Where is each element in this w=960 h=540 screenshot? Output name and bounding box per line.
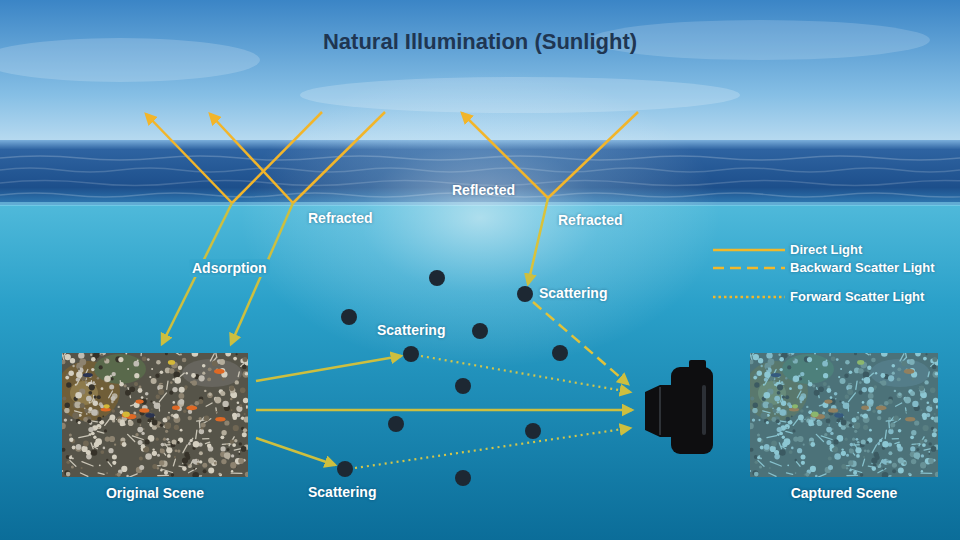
- scene-photo: Original Scene: [62, 353, 248, 477]
- diagram-label: Refracted: [308, 209, 373, 227]
- particle: [429, 270, 445, 286]
- legend-sample: [712, 260, 788, 276]
- particle: [388, 416, 404, 432]
- scene-photo: Captured Scene: [750, 353, 938, 477]
- diagram-label: Reflected: [452, 181, 515, 199]
- reef-ground: [62, 353, 248, 477]
- incident-ray: [293, 112, 385, 203]
- legend-line-sample: [713, 267, 785, 270]
- particle: [455, 470, 471, 486]
- incident-ray: [548, 112, 638, 198]
- legend-text: Direct Light: [790, 242, 862, 258]
- reef-photo: [750, 353, 938, 477]
- legend-line-sample: [713, 296, 785, 299]
- refracted-ray: [528, 198, 548, 284]
- scene-caption: Captured Scene: [791, 484, 898, 502]
- cloud: [0, 38, 260, 82]
- particle: [455, 378, 471, 394]
- particle: [472, 323, 488, 339]
- camera-lens: [645, 385, 673, 437]
- legend-text: Forward Scatter Light: [790, 289, 924, 305]
- reflected-ray: [146, 114, 232, 203]
- diagram-title: Natural Illumination (Sunlight): [0, 29, 960, 55]
- diagram-label: Scattering: [377, 321, 445, 339]
- legend-line-sample: [713, 249, 785, 252]
- direct-ray: [256, 356, 401, 381]
- direct-ray: [256, 438, 335, 465]
- forward-scatter-ray: [421, 356, 630, 392]
- photo-tone: [750, 353, 938, 477]
- light-glow: [240, 68, 720, 368]
- legend-sample: [712, 289, 788, 305]
- photo-tone: [62, 353, 248, 477]
- cloud: [590, 20, 930, 60]
- reef-photo: [62, 353, 248, 477]
- camera-body: [671, 367, 713, 454]
- backward-scatter-ray: [533, 302, 628, 384]
- legend-item: Backward Scatter Light: [712, 260, 935, 276]
- direct-ray: [256, 409, 632, 412]
- particle: [337, 461, 353, 477]
- reef-ground: [750, 353, 938, 477]
- legend-item: Direct Light: [712, 242, 862, 258]
- particle: [403, 346, 419, 362]
- particle: [525, 423, 541, 439]
- particle: [341, 309, 357, 325]
- diagram-label: Refracted: [558, 211, 623, 229]
- reflected-ray: [210, 114, 293, 203]
- particle: [552, 345, 568, 361]
- diagram-label: Scattering: [308, 483, 376, 501]
- legend-item: Forward Scatter Light: [712, 289, 924, 305]
- diagram-label: Adsorption: [189, 259, 270, 277]
- camera-lens-ring: [659, 387, 661, 435]
- diagram-label: Scattering: [539, 284, 607, 302]
- scene-caption: Original Scene: [106, 484, 204, 502]
- legend-sample: [712, 242, 788, 258]
- legend-text: Backward Scatter Light: [790, 260, 935, 276]
- forward-scatter-ray: [355, 428, 630, 468]
- camera-grip: [702, 385, 706, 435]
- particle: [517, 286, 533, 302]
